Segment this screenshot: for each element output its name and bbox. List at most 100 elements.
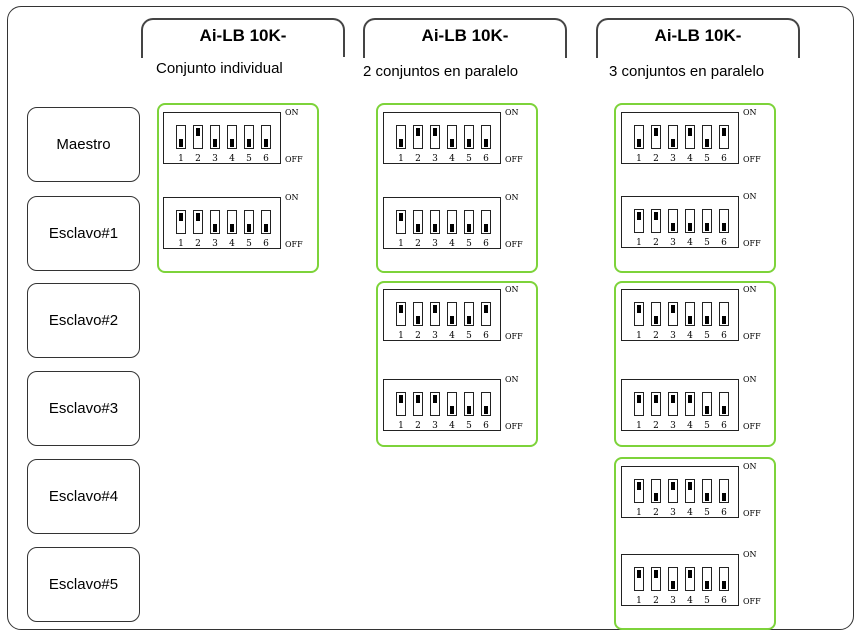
dip-knob-down <box>467 139 471 147</box>
dip-knob-down <box>705 316 709 324</box>
dip-slot-6 <box>481 210 491 234</box>
row-label-esclavo-4: Esclavo#4 <box>27 459 140 534</box>
row-label-text: Esclavo#1 <box>48 225 119 242</box>
dip-knob-down <box>722 581 726 589</box>
dip-knob-down <box>484 139 488 147</box>
row-label-esclavo-1: Esclavo#1 <box>27 196 140 271</box>
dip-slot-1 <box>396 210 406 234</box>
dip-slot-3 <box>210 125 220 149</box>
dip-slot-3 <box>430 125 440 149</box>
column-header-2: Ai-LB 10K- <box>363 18 567 58</box>
dip-slot-5 <box>464 302 474 326</box>
dip-number: 3 <box>432 239 438 249</box>
off-label: OFF <box>743 597 761 606</box>
on-label: ON <box>505 193 519 202</box>
dip-knob-up <box>688 395 692 403</box>
dip-slot-6 <box>481 125 491 149</box>
dip-number: 6 <box>721 331 727 341</box>
dip-number: 6 <box>721 154 727 164</box>
dip-number: 2 <box>653 421 659 431</box>
off-label: OFF <box>743 332 761 341</box>
dip-knob-down <box>705 493 709 501</box>
dip-number: 5 <box>704 508 710 518</box>
dip-slot-1 <box>634 392 644 416</box>
dip-slot-5 <box>702 479 712 503</box>
dip-number: 4 <box>687 331 693 341</box>
dip-slot-5 <box>244 125 254 149</box>
dip-number: 2 <box>653 238 659 248</box>
dip-slot-4 <box>685 209 695 233</box>
dip-slot-5 <box>464 392 474 416</box>
dip-slot-4 <box>447 125 457 149</box>
on-label: ON <box>505 285 519 294</box>
dip-slot-1 <box>634 567 644 591</box>
dip-slot-2 <box>413 125 423 149</box>
dip-number: 2 <box>653 596 659 606</box>
dip-number: 5 <box>704 331 710 341</box>
group-col2-set1 <box>376 103 538 273</box>
dip-knob-down <box>450 406 454 414</box>
dip-knob-up <box>416 395 420 403</box>
dip-knob-up <box>637 570 641 578</box>
dip-knob-up <box>637 212 641 220</box>
dip-knob-down <box>433 224 437 232</box>
dip-knob-down <box>688 223 692 231</box>
dip-slot-4 <box>227 125 237 149</box>
column-header-1: Ai-LB 10K- <box>141 18 345 58</box>
dip-number: 4 <box>449 239 455 249</box>
dip-number: 6 <box>483 421 489 431</box>
off-label: OFF <box>743 422 761 431</box>
dip-knob-up <box>433 305 437 313</box>
column-header-3: Ai-LB 10K- <box>596 18 800 58</box>
dip-slot-6 <box>719 209 729 233</box>
dip-number: 6 <box>721 508 727 518</box>
dip-number: 3 <box>432 331 438 341</box>
row-label-text: Esclavo#3 <box>48 400 119 417</box>
dip-number: 5 <box>704 421 710 431</box>
dip-number: 4 <box>229 154 235 164</box>
dip-number: 1 <box>178 239 184 249</box>
dip-slot-1 <box>396 125 406 149</box>
dip-knob-down <box>722 493 726 501</box>
dip-slot-4 <box>685 392 695 416</box>
dip-number: 6 <box>483 331 489 341</box>
dip-slot-4 <box>447 210 457 234</box>
dip-knob-up <box>416 128 420 136</box>
dip-number: 1 <box>636 238 642 248</box>
dip-knob-down <box>705 139 709 147</box>
group-col2-set2 <box>376 281 538 447</box>
dip-knob-up <box>654 128 658 136</box>
dip-knob-up <box>433 128 437 136</box>
off-label: OFF <box>743 509 761 518</box>
dip-knob-up <box>179 213 183 221</box>
dip-number: 2 <box>415 421 421 431</box>
off-label: OFF <box>285 155 303 164</box>
dip-slot-1 <box>634 125 644 149</box>
dip-number: 2 <box>415 239 421 249</box>
dip-slot-6 <box>719 479 729 503</box>
dip-slot-1 <box>634 479 644 503</box>
row-label-maestro: Maestro <box>27 107 140 182</box>
dip-slot-3 <box>430 392 440 416</box>
dip-number: 4 <box>229 239 235 249</box>
dip-knob-down <box>247 139 251 147</box>
dip-slot-2 <box>651 392 661 416</box>
group-col3-set2 <box>614 281 776 447</box>
dip-slot-3 <box>668 567 678 591</box>
dip-knob-down <box>213 224 217 232</box>
dip-number: 3 <box>670 238 676 248</box>
dip-slot-5 <box>464 125 474 149</box>
dip-number: 6 <box>721 596 727 606</box>
